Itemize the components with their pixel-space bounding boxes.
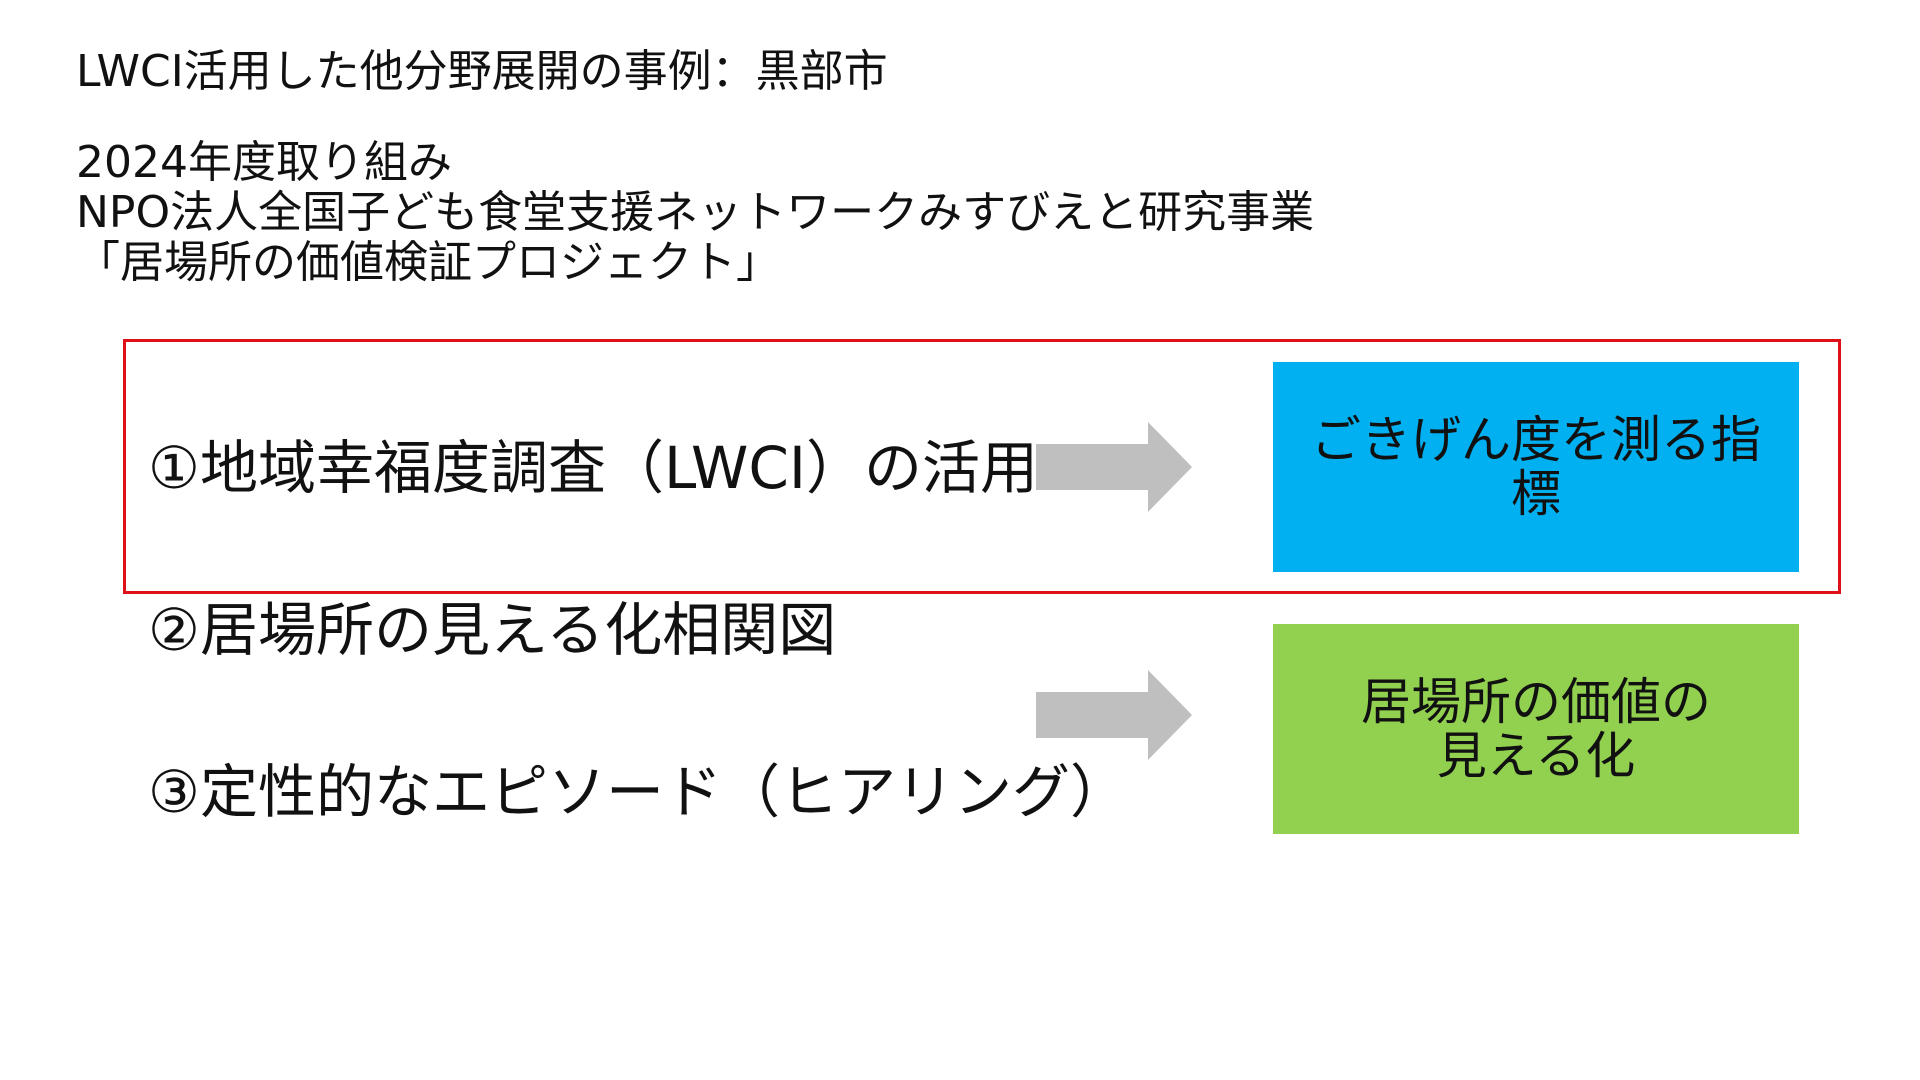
subtitle-block: 2024年度取り組み NPO法人全国子ども食堂支援ネットワークみすびえと研究事業… (76, 138, 1314, 288)
method-item-episodes: ③定性的なエピソード（ヒアリング） (148, 758, 1128, 826)
highlight-frame (123, 339, 1841, 594)
subtitle-line-partner: NPO法人全国子ども食堂支援ネットワークみすびえと研究事業 (76, 187, 1315, 238)
arrow-shape (1036, 422, 1192, 512)
result-text: 見える化 (1436, 727, 1636, 785)
result-text: 居場所の価値の (1361, 673, 1711, 731)
subtitle-line-project: 「居場所の価値検証プロジェクト」 (76, 237, 780, 288)
method-item-map: ②居場所の見える化相関図 (148, 596, 837, 664)
arrow-right-icon (1036, 670, 1192, 760)
result-box-gokigen-index: ごきげん度を測る指標 (1273, 362, 1799, 572)
method-item-lwci: ①地域幸福度調査（LWCI）の活用 (148, 434, 1038, 502)
arrow-right-icon (1036, 422, 1192, 512)
result-box-ibasho-value: 居場所の価値の 見える化 (1273, 624, 1799, 834)
slide-title: LWCI活用した他分野展開の事例：黒部市 (76, 46, 888, 97)
arrow-shape (1036, 670, 1192, 760)
subtitle-line-year: 2024年度取り組み (76, 137, 452, 188)
result-text: ごきげん度を測る指標 (1311, 411, 1761, 523)
